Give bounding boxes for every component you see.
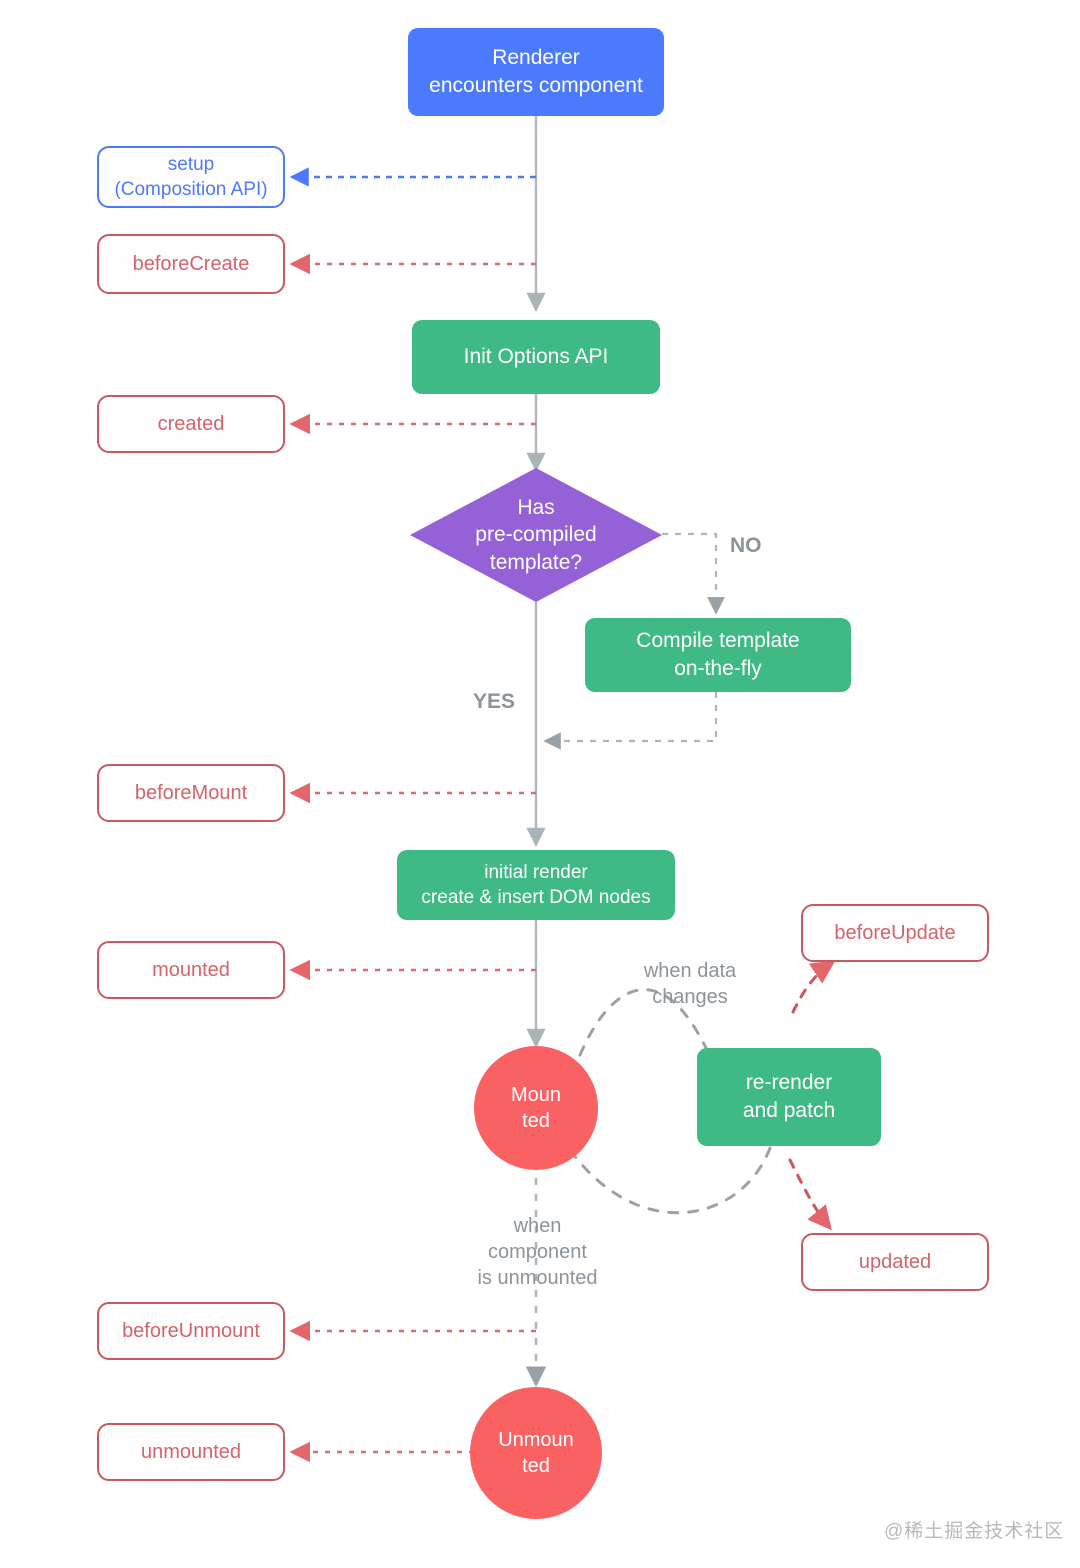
- renderer-line-1: Renderer: [492, 46, 580, 70]
- initial-render-line-2: create & insert DOM nodes: [421, 887, 651, 908]
- setup-line-1: setup: [167, 153, 215, 175]
- edge-label-yes: YES: [473, 690, 516, 713]
- init-options-api-label: Init Options API: [463, 345, 609, 369]
- renderer-line-2: encounters component: [429, 74, 643, 97]
- decision-line-2: pre-compiled: [475, 523, 597, 547]
- node-before-create: beforeCreate: [97, 234, 285, 294]
- node-re-render-and-patch: re-render and patch: [697, 1048, 881, 1146]
- node-mounted-state: Moun ted: [474, 1046, 598, 1170]
- node-before-mount: beforeMount: [97, 764, 285, 822]
- unmounted-state-line-1: Unmoun: [498, 1428, 574, 1451]
- when-unmounted-line-2: component: [488, 1241, 587, 1263]
- node-updated: updated: [801, 1233, 989, 1291]
- node-setup-composition-api: setup (Composition API): [97, 146, 285, 208]
- node-before-unmount: beforeUnmount: [97, 1302, 285, 1360]
- unmounted-state-line-2: ted: [522, 1455, 550, 1477]
- mounted-state-line-2: ted: [522, 1110, 550, 1132]
- node-mounted-hook: mounted: [97, 941, 285, 999]
- compile-template-line-1: Compile template: [636, 629, 800, 653]
- before-unmount-label: beforeUnmount: [122, 1319, 260, 1342]
- edge-label-no: NO: [730, 534, 762, 557]
- node-before-update: beforeUpdate: [801, 904, 989, 962]
- initial-render-line-1: initial render: [484, 861, 588, 883]
- node-compile-template-on-the-fly: Compile template on-the-fly: [585, 618, 851, 692]
- when-unmounted-line-3: is unmounted: [477, 1267, 598, 1289]
- node-created: created: [97, 395, 285, 453]
- edge-label-when-component-unmounted: when component is unmounted: [455, 1213, 620, 1291]
- node-initial-render: initial render create & insert DOM nodes: [397, 850, 675, 920]
- watermark-text: @稀土掘金技术社区: [884, 1521, 1065, 1542]
- edge-label-when-data-changes: when data changes: [620, 958, 760, 1010]
- before-mount-label: beforeMount: [134, 781, 248, 804]
- before-create-label: beforeCreate: [132, 252, 250, 275]
- mounted-state-line-1: Moun: [510, 1083, 562, 1106]
- updated-label: updated: [858, 1250, 932, 1273]
- re-render-line-1: re-render: [745, 1071, 833, 1095]
- mounted-hook-label: mounted: [152, 958, 230, 981]
- created-label: created: [157, 412, 225, 435]
- compile-template-line-2: on-the-fly: [674, 657, 762, 680]
- re-render-line-2: and patch: [742, 1099, 836, 1122]
- node-has-precompiled-template-decision: Has pre-compiled template?: [410, 468, 662, 602]
- node-renderer-encounters-component: Renderer encounters component: [408, 28, 664, 116]
- node-unmounted-state: Unmoun ted: [470, 1387, 602, 1519]
- node-init-options-api: Init Options API: [412, 320, 660, 394]
- when-data-changes-line-1: when data: [643, 960, 737, 982]
- decision-line-1: Has: [517, 496, 555, 520]
- decision-line-3: template?: [489, 550, 583, 574]
- unmounted-hook-label: unmounted: [140, 1440, 242, 1463]
- setup-line-2: (Composition API): [114, 179, 268, 200]
- before-update-label: beforeUpdate: [834, 921, 956, 944]
- node-unmounted-hook: unmounted: [97, 1423, 285, 1481]
- when-unmounted-line-1: when: [513, 1215, 562, 1237]
- when-data-changes-line-2: changes: [652, 986, 728, 1008]
- diamond-label: Has pre-compiled template?: [410, 468, 662, 602]
